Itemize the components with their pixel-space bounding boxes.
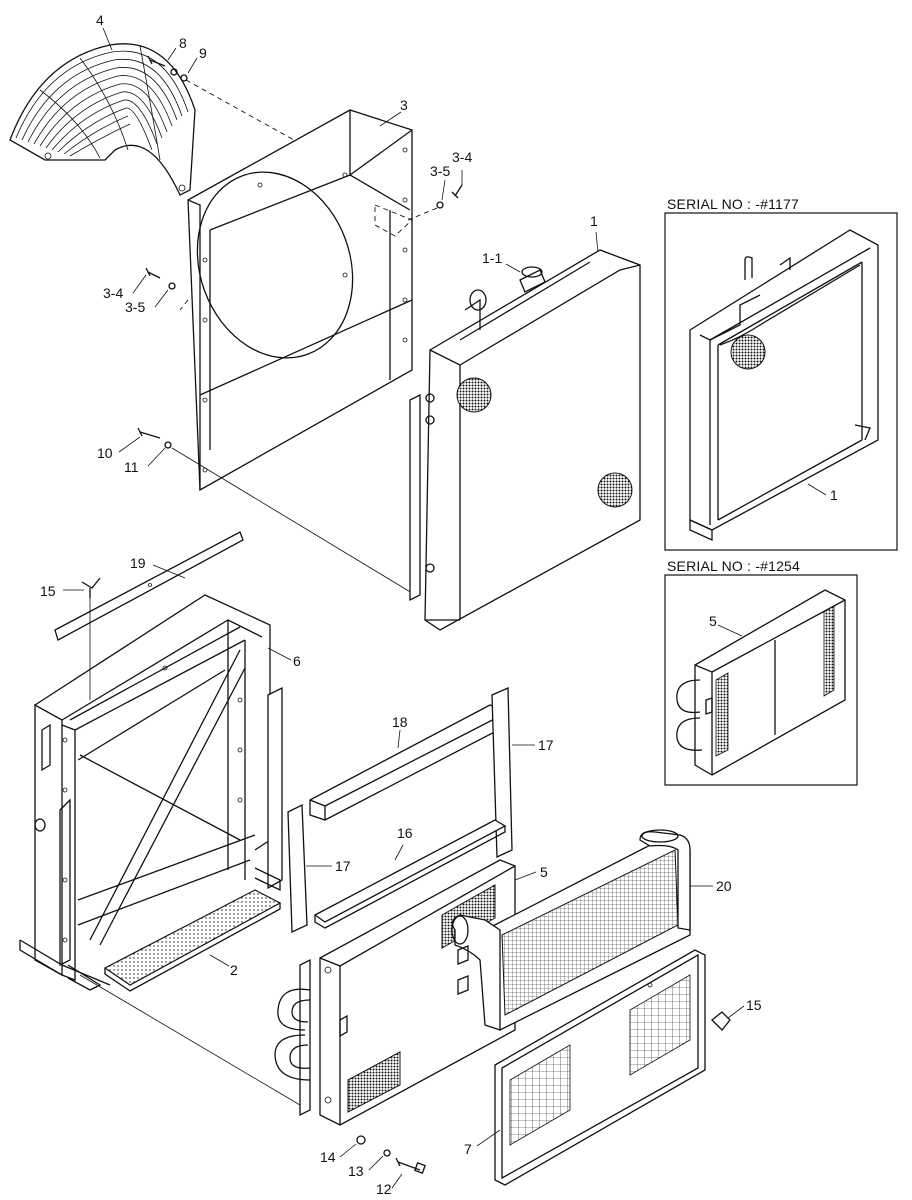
- callout-12: 12: [376, 1181, 392, 1197]
- callout-6: 6: [293, 653, 301, 669]
- bolt-12: [395, 1157, 426, 1174]
- callout-18: 18: [392, 714, 408, 730]
- callout-19: 19: [130, 555, 146, 571]
- callout-15-top: 15: [40, 583, 56, 599]
- inset-2-callout: 5: [709, 613, 717, 629]
- seal-16: [313, 819, 507, 929]
- fan-guard: [9, 43, 196, 196]
- seal-17-left: [287, 803, 308, 934]
- callout-3-5-right: 3-5: [430, 163, 450, 179]
- bolt-3-4-right: [451, 184, 463, 199]
- bolt-3-4-left: [145, 267, 161, 279]
- fan-shroud: [187, 109, 413, 492]
- plate-19: [54, 531, 244, 641]
- callout-1-1: 1-1: [482, 250, 502, 266]
- callout-3-4-right: 3-4: [452, 149, 472, 165]
- washer-11: [164, 441, 172, 449]
- callout-11: 11: [124, 459, 139, 475]
- callout-14: 14: [320, 1149, 336, 1165]
- washer-9: [170, 68, 188, 82]
- bolt-10: [137, 427, 161, 439]
- frame-6: [19, 594, 283, 991]
- callout-3: 3: [400, 97, 408, 113]
- callout-3-4-left: 3-4: [103, 285, 123, 301]
- washer-3-5-right: [436, 201, 444, 209]
- callout-17-left: 17: [335, 858, 351, 874]
- callout-4: 4: [96, 12, 104, 28]
- callout-9: 9: [199, 45, 207, 61]
- wing-nut-15-top: [81, 577, 101, 598]
- inset-2-serial: SERIAL NO : -#1254: [667, 558, 800, 574]
- wing-nut-15-right: [711, 1011, 731, 1031]
- callout-7: 7: [464, 1141, 472, 1157]
- inset-oil-cooler-1254: [664, 574, 858, 786]
- callout-3-5-left: 3-5: [125, 299, 145, 315]
- seal-18: [309, 704, 509, 821]
- intercooler: [451, 829, 691, 1031]
- washer-13: [383, 1149, 391, 1157]
- oil-cooler: [274, 859, 516, 1126]
- callout-5: 5: [540, 864, 548, 880]
- inset-1-callout: 1: [830, 487, 838, 503]
- seal-17-right: [491, 687, 513, 859]
- radiator-cap: [519, 266, 546, 293]
- plate-2: [103, 889, 282, 992]
- inset-1-serial: SERIAL NO : -#1177: [667, 196, 799, 212]
- washer-3-5-left: [168, 282, 176, 290]
- callout-2: 2: [230, 962, 238, 978]
- callout-1: 1: [590, 213, 598, 229]
- callout-13: 13: [348, 1163, 364, 1179]
- callout-20: 20: [716, 878, 732, 894]
- inset-radiator-1177: [664, 212, 898, 551]
- callout-16: 16: [397, 825, 413, 841]
- leader-lines: [63, 27, 827, 1189]
- callout-10: 10: [97, 445, 113, 461]
- radiator: [409, 249, 641, 631]
- nut-14: [356, 1135, 366, 1145]
- screen-7: [494, 949, 706, 1186]
- bolt-8: [147, 55, 166, 67]
- callout-17-right: 17: [538, 737, 554, 753]
- callout-15-right: 15: [746, 997, 762, 1013]
- callout-8: 8: [179, 35, 187, 51]
